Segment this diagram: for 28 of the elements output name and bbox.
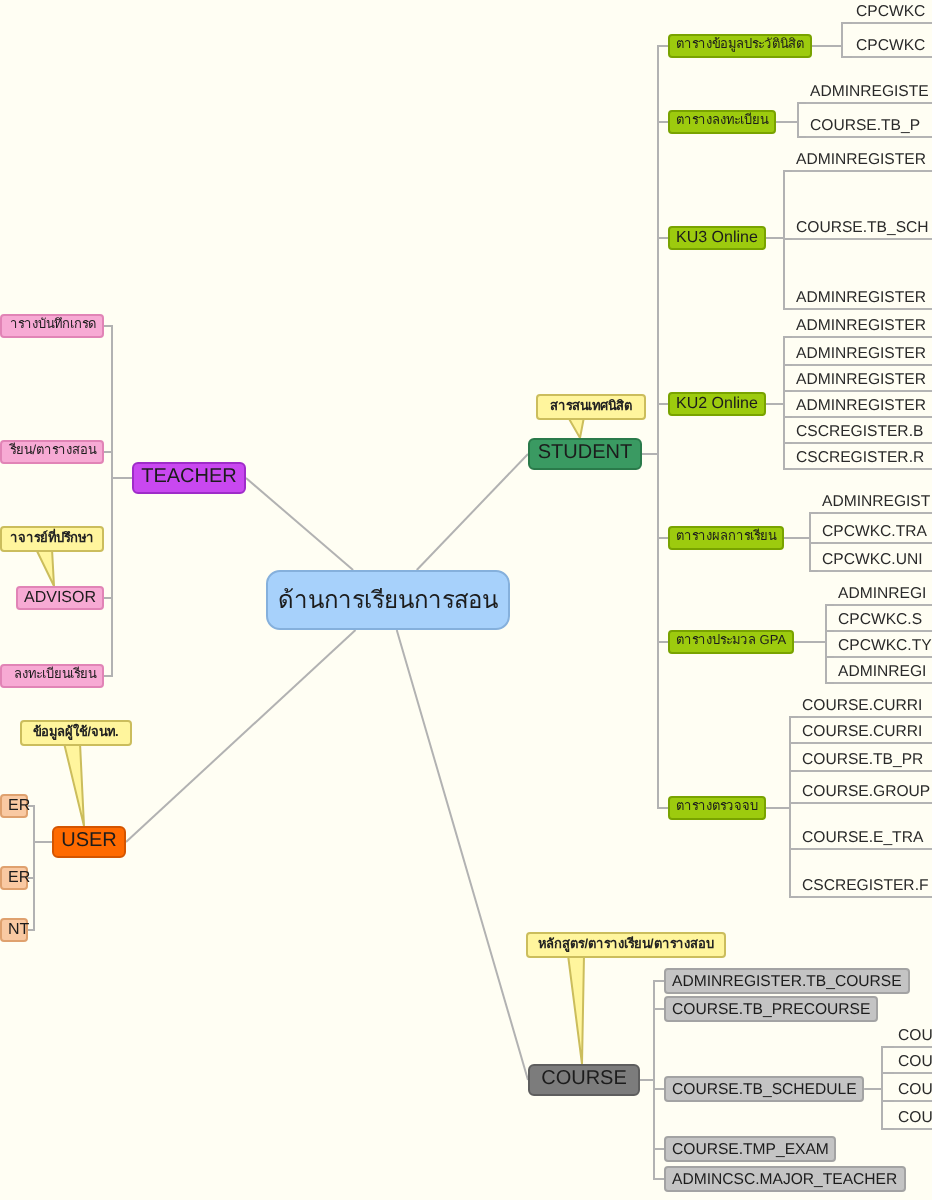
connector-line: [245, 477, 355, 571]
main-topic: USER: [52, 826, 126, 858]
central-topic: ด้านการเรียนการสอน: [266, 570, 510, 630]
connector-line: [783, 537, 819, 572]
connector-line: [641, 453, 669, 809]
connector-line: [793, 641, 835, 684]
connector-line: [811, 45, 853, 58]
subtopic: KU2 Online: [668, 392, 766, 416]
connector-line: [395, 629, 529, 1081]
connector-line: [764, 237, 793, 310]
connector-line: [765, 807, 799, 898]
connector-line: [775, 121, 807, 138]
main-topic: COURSE: [528, 1064, 640, 1096]
callout-pointer: [567, 954, 585, 1065]
main-topic: TEACHER: [132, 462, 246, 494]
connector-line: [639, 1079, 665, 1180]
connector-line: [764, 403, 793, 470]
connector-line: [415, 453, 529, 571]
connector-line: [125, 629, 357, 843]
subtopic: ER: [0, 866, 28, 890]
subtopic: ADVISOR: [16, 586, 104, 610]
subtopic: ER: [0, 794, 28, 818]
connector-line: [863, 1088, 895, 1130]
subtopic: NT: [0, 918, 28, 942]
callout-pointer: [63, 742, 85, 827]
subtopic: KU3 Online: [668, 226, 766, 250]
main-topic: STUDENT: [528, 438, 642, 470]
connector-line: [27, 841, 53, 931]
